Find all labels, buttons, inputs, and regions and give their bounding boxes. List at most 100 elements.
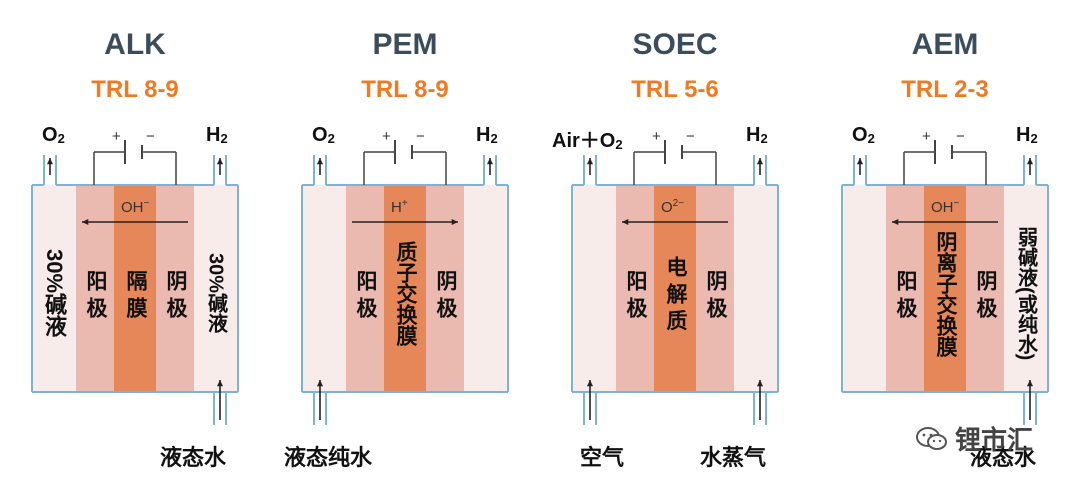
main: OH (931, 199, 954, 216)
outlet-left-label: O2 (312, 124, 335, 147)
inlet-right-label: 水蒸气 (700, 440, 766, 472)
right-chamber (194, 185, 238, 392)
bottom-left: 空气 (580, 445, 625, 470)
main: H (476, 124, 491, 146)
ion-arrow-head (892, 218, 899, 226)
membrane (384, 185, 426, 392)
ion-label: OH− (931, 198, 959, 216)
minus: − (416, 128, 425, 145)
right-electrode: 阴 极 (704, 269, 727, 318)
left-chamber (302, 185, 346, 392)
trl: TRL 8-9 (91, 76, 179, 103)
trl: TRL 8-9 (361, 76, 449, 103)
main: OH (121, 199, 144, 216)
trl-label: TRL 8-9 (270, 76, 540, 104)
left-chamber (572, 185, 616, 392)
anode-label: 阳 极 (76, 205, 114, 382)
minus: − (956, 128, 965, 145)
arrow-out-left-head (586, 158, 594, 165)
outlet-right-label: H2 (476, 124, 498, 147)
subscript: 2 (1030, 131, 1038, 146)
superscript: + (401, 198, 408, 209)
left-chamber (842, 185, 886, 392)
plus-sign: + (382, 128, 391, 145)
cell-diagram (841, 140, 1049, 425)
inlet-right-label: 液态水 (160, 440, 226, 472)
plus: + (112, 128, 121, 145)
minus-sign: − (416, 128, 425, 145)
membrane-label: 质子交换膜 (384, 205, 426, 382)
ion-label: H+ (391, 198, 408, 216)
main: H (206, 124, 221, 146)
panel-title: PEM (270, 28, 540, 62)
membrane: 质子交换膜 (394, 241, 417, 346)
main: O (42, 124, 58, 146)
left-chamber (32, 185, 76, 392)
right-electrode: 阴 极 (974, 269, 997, 318)
subscript: 2 (327, 131, 335, 146)
ion-arrow-head (451, 218, 458, 226)
membrane-label: 阴离子交换膜 (924, 205, 966, 382)
right-chamber: 弱碱液(或纯水) (1014, 226, 1037, 361)
main: H (1016, 124, 1031, 146)
left-electrode: 阳 极 (84, 269, 107, 318)
inlet-left-label: 液态纯水 (284, 440, 372, 472)
right-chamber: 30%碱液 (204, 253, 227, 334)
membrane: 电 解 质 (664, 256, 687, 331)
inlet-right-arrow-head (756, 380, 764, 387)
wechat-icon (916, 426, 947, 450)
anode (616, 185, 654, 392)
left-electrode: 阳 极 (624, 269, 647, 318)
right-chamber (1004, 185, 1048, 392)
membrane (114, 185, 156, 392)
plus: + (652, 128, 661, 145)
plus: + (922, 128, 931, 145)
trl-label: TRL 5-6 (540, 76, 810, 104)
cell-diagram (31, 140, 239, 425)
inlet-right-arrow-head (1026, 380, 1034, 387)
inlet-right-arrow-head (216, 380, 224, 387)
trl-label: TRL 8-9 (0, 76, 270, 104)
right-chamber-label: 弱碱液(或纯水) (1004, 205, 1048, 382)
arrow-out-left-head (46, 158, 54, 165)
left-electrode: 阳 极 (354, 269, 377, 318)
superscript: − (143, 198, 150, 209)
left-chamber-label: 30%碱液 (32, 205, 76, 382)
cathode (966, 185, 1004, 392)
membrane: 阴离子交换膜 (934, 230, 957, 357)
cathode-label: 阴 极 (966, 205, 1004, 382)
watermark-text: 锂市汇 (955, 425, 1034, 455)
trl-label: TRL 2-3 (810, 76, 1080, 104)
right-electrode: 阴 极 (164, 269, 187, 318)
subscript: 2 (490, 131, 498, 146)
left-electrode: 阳 极 (894, 269, 917, 318)
outlet-left-label: O2 (852, 124, 875, 147)
ion-label: OH− (121, 198, 149, 216)
arrow-out-left-head (856, 158, 864, 165)
cathode-label: 阴 极 (696, 205, 734, 382)
main: O (852, 124, 868, 146)
inlet-left-label: 空气 (580, 440, 624, 472)
ion-arrow-head (622, 218, 629, 226)
inlet-left-arrow-head (316, 380, 324, 387)
bottom-right: 液态水 (160, 445, 227, 470)
main: Air＋O (552, 130, 616, 152)
anode (886, 185, 924, 392)
right-electrode: 阴 极 (434, 269, 457, 318)
membrane-label: 电 解 质 (654, 205, 696, 382)
main: H (391, 199, 402, 216)
superscript: 2− (672, 198, 685, 209)
main: O (661, 199, 673, 216)
membrane-label: 隔 膜 (114, 205, 156, 382)
outlet-left-label: Air＋O2 (552, 124, 623, 153)
minus: − (686, 128, 695, 145)
subscript: 2 (867, 131, 875, 146)
anode (76, 185, 114, 392)
subscript: 2 (760, 131, 768, 146)
bottom-right: 水蒸气 (700, 445, 767, 470)
right-chamber-label: 30%碱液 (194, 205, 238, 382)
plus-sign: + (112, 128, 121, 145)
minus-sign: − (956, 128, 965, 145)
